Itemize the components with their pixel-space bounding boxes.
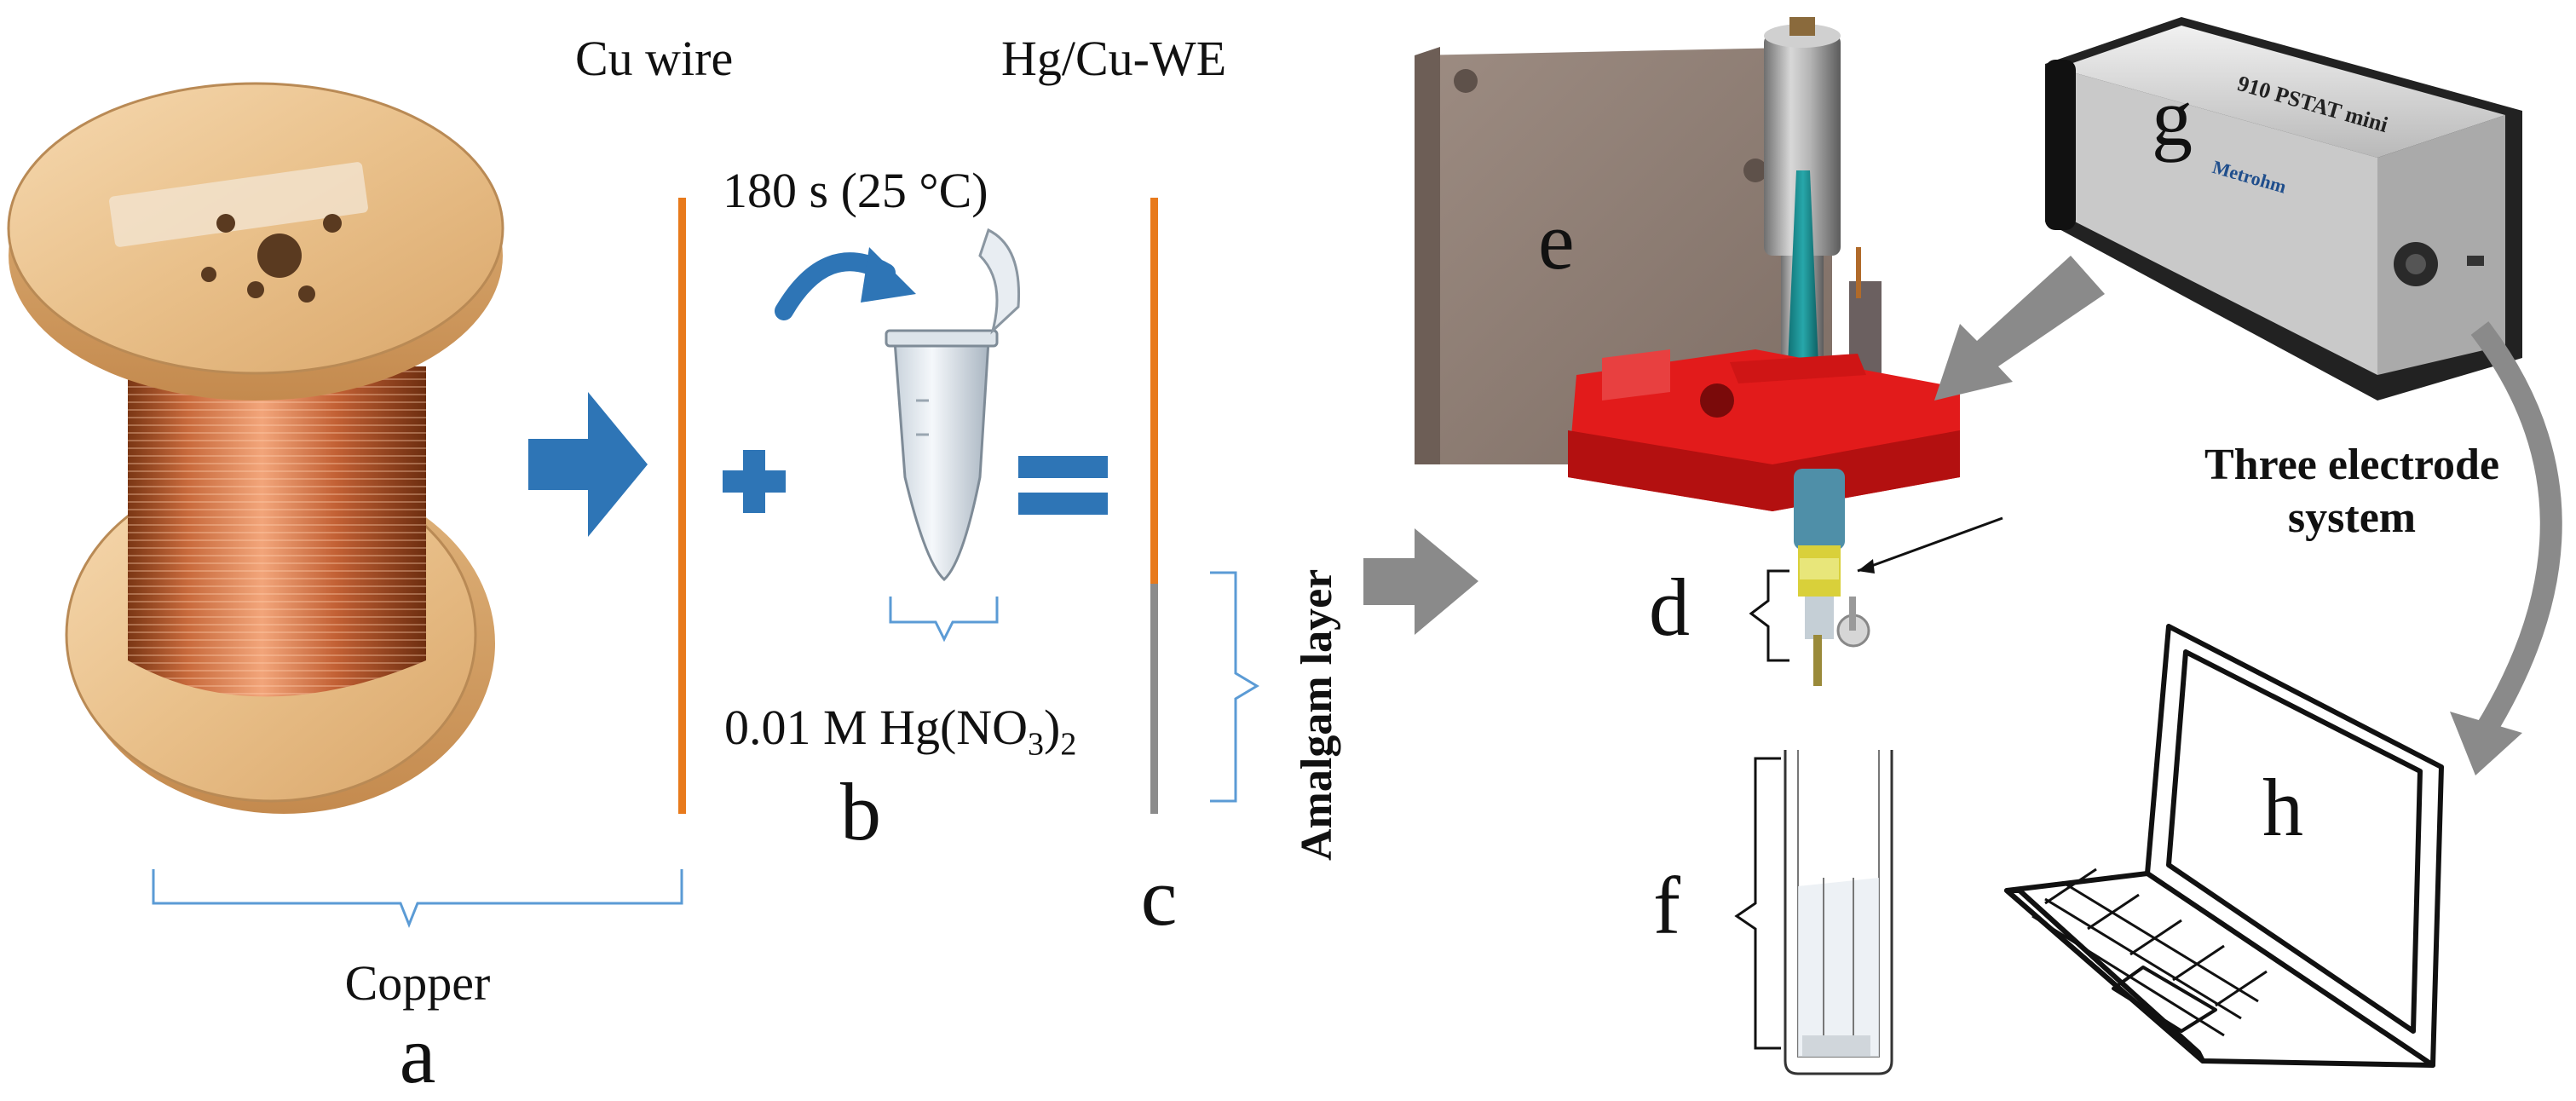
we-copper-part bbox=[1150, 198, 1158, 584]
laptop-icon bbox=[2004, 624, 2444, 1068]
electrode-cell-icon bbox=[1415, 17, 1960, 686]
label-copper: Copper bbox=[344, 955, 491, 1011]
f-bracket bbox=[1734, 757, 1781, 1050]
equals-icon bbox=[1018, 456, 1108, 515]
label-solution: 0.01 M Hg(NO3)2 bbox=[724, 700, 1077, 763]
cu-wire bbox=[678, 198, 686, 814]
tube-icon bbox=[885, 228, 1021, 582]
label-cu-wire: Cu wire bbox=[575, 31, 734, 86]
curved-arrow-icon bbox=[2450, 321, 2562, 775]
label-h: h bbox=[2262, 762, 2303, 853]
cuvette-icon bbox=[1784, 750, 1893, 1075]
pointer-line bbox=[1857, 516, 2003, 573]
label-a: a bbox=[399, 1009, 436, 1100]
pointer-arrowhead bbox=[1858, 559, 1875, 574]
d-bracket bbox=[1749, 569, 1789, 662]
we-amalgam-part bbox=[1150, 584, 1158, 814]
spool-icon bbox=[7, 82, 504, 814]
plus-icon bbox=[723, 450, 786, 513]
potentiostat-icon bbox=[2045, 17, 2522, 401]
label-e: e bbox=[1538, 195, 1575, 286]
copper-bracket bbox=[152, 869, 683, 929]
amalgam-bracket bbox=[1210, 571, 1259, 803]
label-f: f bbox=[1653, 860, 1680, 951]
label-amalgam-layer: Amalgam layer bbox=[1293, 568, 1341, 861]
rotation-arrow-icon bbox=[775, 247, 916, 320]
flow-arrow-2-icon bbox=[1934, 256, 2105, 401]
label-b: b bbox=[840, 766, 881, 857]
label-hg-cu-we: Hg/Cu-WE bbox=[1001, 31, 1227, 86]
label-time-temp: 180 s (25 °C) bbox=[723, 163, 988, 218]
process-arrow-icon bbox=[528, 392, 648, 537]
label-c: c bbox=[1140, 851, 1178, 942]
label-d: d bbox=[1649, 562, 1690, 653]
label-g: g bbox=[2152, 72, 2193, 163]
label-three-electrode-1: Three electrode bbox=[2204, 441, 2500, 489]
solution-bracket bbox=[889, 597, 999, 643]
label-three-electrode-2: system bbox=[2287, 493, 2417, 542]
flow-arrow-icon bbox=[1363, 528, 1478, 635]
